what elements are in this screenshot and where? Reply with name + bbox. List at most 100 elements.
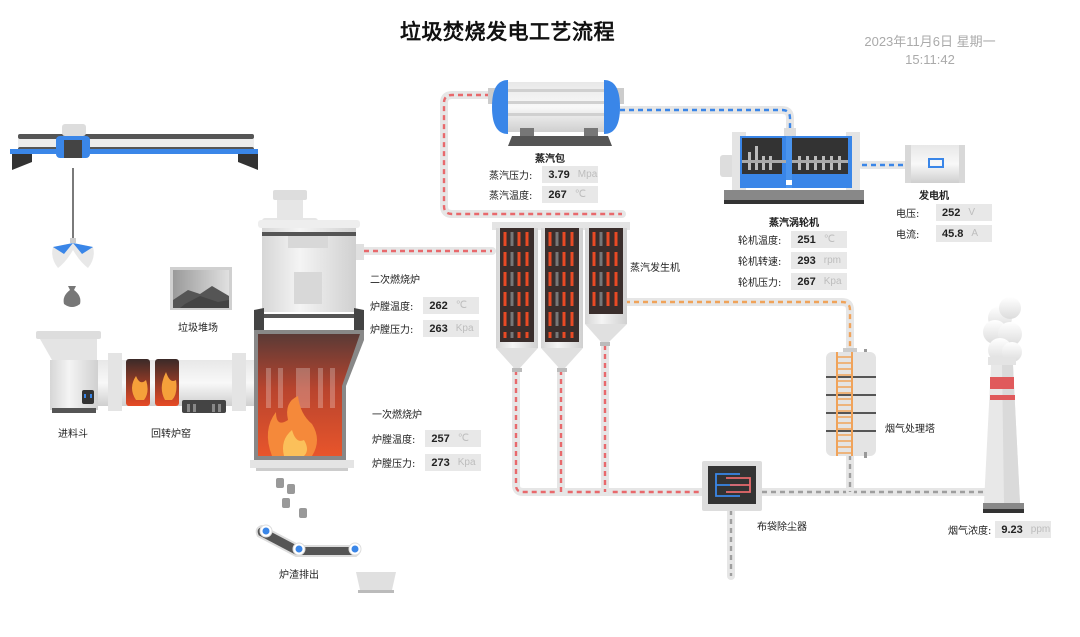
- slag-label: 炉渣排出: [279, 570, 319, 581]
- hopper-label: 进料斗: [58, 429, 88, 440]
- datetime-display: 2023年11月6日 星期一 15:11:42: [840, 33, 1020, 69]
- primary-furnace-icon: [250, 330, 364, 471]
- reading-key: 轮机温度:: [738, 236, 782, 247]
- pipe-network: [278, 91, 989, 580]
- secondary-furnace-pressure: 炉膛压力: 263 Kpa: [370, 320, 480, 337]
- reading-unit: ℃: [457, 433, 469, 444]
- reading-key: 轮机转速:: [738, 257, 782, 268]
- reading-value: 267: [797, 275, 816, 288]
- reading-value-box: 9.23 ppm: [995, 521, 1052, 538]
- slag-particles: [276, 478, 307, 518]
- slag-bin-icon: [356, 572, 396, 593]
- reading-value-box: 293 rpm: [791, 252, 848, 269]
- slag-conveyor-icon: [255, 524, 362, 557]
- ash-flow-1: [514, 370, 705, 494]
- steam-pressure: 蒸汽压力: 3.79 Mpa: [489, 166, 599, 183]
- gantry-crane-icon: [10, 124, 258, 268]
- flue-gas-concentration: 烟气浓度: 9.23 ppm: [948, 521, 1052, 538]
- reading-key: 蒸汽温度:: [489, 191, 533, 202]
- reading-key: 电压:: [896, 209, 920, 220]
- reading-unit: ℃: [574, 189, 586, 200]
- turbine-speed: 轮机转速: 293 rpm: [738, 252, 848, 269]
- turbine-label: 蒸汽涡轮机: [769, 218, 819, 229]
- steam-flow: [620, 108, 792, 132]
- reading-value-box: 45.8 A: [936, 225, 992, 242]
- secondary-furnace-label: 二次燃烧炉: [370, 275, 420, 286]
- flue-tower-label: 烟气处理塔: [885, 424, 935, 435]
- primary-furnace-temp: 炉膛温度: 257 ℃: [372, 430, 482, 447]
- reading-unit: Kpa: [823, 276, 842, 287]
- generator-voltage: 电压: 252 V: [896, 204, 992, 221]
- bag-filter-icon: [702, 461, 762, 511]
- reading-value: 45.8: [942, 227, 964, 240]
- secondary-furnace-icon: [254, 190, 364, 330]
- turbine-pressure: 轮机压力: 267 Kpa: [738, 273, 848, 290]
- rotary-kiln-label: 回转炉窑: [151, 429, 191, 440]
- reading-value: 293: [797, 254, 816, 267]
- reading-key: 轮机压力:: [738, 278, 782, 289]
- garbage-bag-icon: [63, 286, 81, 307]
- steam-drum-icon: [488, 80, 624, 146]
- reading-value: 262: [429, 299, 448, 312]
- garbage-pile-icon: [170, 267, 232, 310]
- reading-key: 炉膛温度:: [370, 302, 414, 313]
- reading-value: 263: [429, 322, 448, 335]
- rotary-kiln-icon: [98, 353, 258, 413]
- date-text: 2023年11月6日 星期一: [864, 34, 996, 49]
- reading-unit: rpm: [823, 255, 841, 266]
- time-text: 15:11:42: [905, 52, 955, 67]
- reading-value-box: 252 V: [936, 204, 992, 221]
- generator-column-3: [584, 222, 630, 346]
- reading-value: 9.23: [1001, 523, 1023, 536]
- reading-value-box: 251 ℃: [791, 231, 848, 248]
- reading-key: 炉膛压力:: [372, 459, 416, 470]
- reading-key: 蒸汽压力:: [489, 171, 533, 182]
- reading-value-box: 257 ℃: [425, 430, 482, 447]
- steam-turbine-icon: [720, 128, 864, 204]
- reading-key: 炉膛压力:: [370, 325, 414, 336]
- garbage-pile-label: 垃圾堆场: [178, 323, 218, 334]
- generator-label: 发电机: [919, 191, 949, 202]
- reading-key: 烟气浓度:: [948, 526, 992, 537]
- steam-return-flow: [442, 93, 622, 216]
- feed-hopper-icon: [36, 331, 101, 413]
- steam-temperature: 蒸汽温度: 267 ℃: [489, 186, 599, 203]
- reading-unit: ℃: [455, 300, 467, 311]
- reading-unit: ppm: [1030, 524, 1051, 535]
- steam-generator-label: 蒸汽发生机: [630, 263, 680, 274]
- reading-value-box: 267 ℃: [542, 186, 599, 203]
- reading-unit: Mpa: [577, 169, 598, 180]
- reading-value: 267: [548, 188, 567, 201]
- smoke-icon: [983, 297, 1022, 362]
- reading-value: 3.79: [548, 168, 570, 181]
- steam-generator-icon: [492, 222, 630, 372]
- steam-drum-label: 蒸汽包: [535, 154, 565, 165]
- generator-icon: [905, 145, 965, 183]
- generator-column-2: [540, 222, 586, 372]
- reading-unit: A: [971, 228, 979, 239]
- reading-value: 257: [431, 432, 450, 445]
- reading-value-box: 263 Kpa: [423, 320, 480, 337]
- turbine-temperature: 轮机温度: 251 ℃: [738, 231, 848, 248]
- reading-value: 251: [797, 233, 816, 246]
- flue-orange-flow: [625, 300, 852, 348]
- reading-value: 273: [431, 456, 450, 469]
- reading-unit: Kpa: [455, 323, 474, 334]
- reading-value-box: 273 Kpa: [425, 454, 482, 471]
- reading-unit: V: [968, 207, 976, 218]
- reading-value-box: 267 Kpa: [791, 273, 848, 290]
- reading-key: 炉膛温度:: [372, 435, 416, 446]
- chimney-icon: [983, 297, 1024, 513]
- generator-column-1: [492, 222, 542, 372]
- flue-gas-tower-icon: [826, 348, 876, 458]
- page-title: 垃圾焚烧发电工艺流程: [400, 20, 615, 44]
- reading-unit: ℃: [823, 234, 835, 245]
- reading-value: 252: [942, 206, 961, 219]
- secondary-furnace-temp: 炉膛温度: 262 ℃: [370, 297, 480, 314]
- bag-filter-label: 布袋除尘器: [757, 522, 807, 533]
- reading-unit: Kpa: [457, 457, 476, 468]
- primary-furnace-pressure: 炉膛压力: 273 Kpa: [372, 454, 482, 471]
- reading-value-box: 262 ℃: [423, 297, 480, 314]
